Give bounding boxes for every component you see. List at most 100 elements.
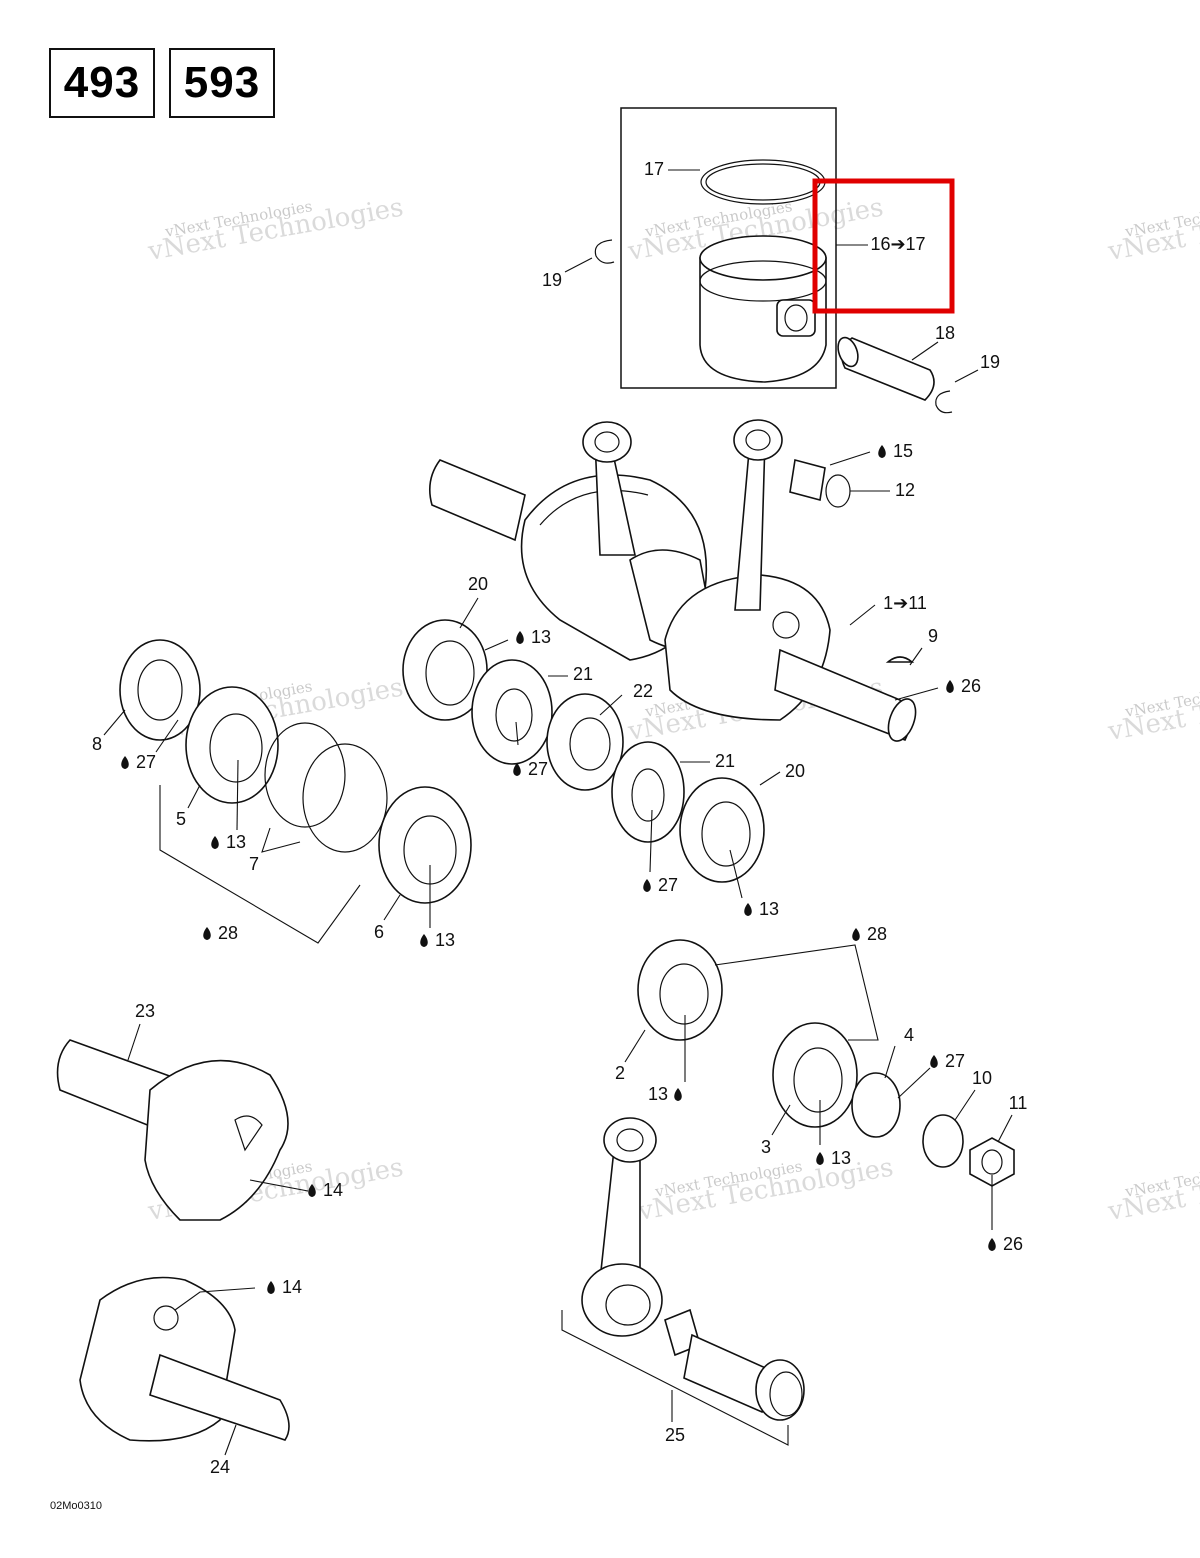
oil-seal-distance-ring [471,659,553,765]
rod-small-end [733,419,783,461]
leader-line [849,604,876,626]
lubricant-drop-icon [852,928,860,941]
callout-40: 25 [665,1425,685,1445]
callout-number: 2 [615,1063,625,1083]
callout-number: 28 [867,924,887,944]
leader-line [261,827,301,853]
callout-number: 24 [210,1457,230,1477]
callout-5: 15 [878,441,913,461]
ball-bearing-bore [701,801,751,867]
lubricant-drop-icon [674,1088,682,1101]
watermark-group: vNext Technologies vNext Technologies vN… [145,192,1200,1227]
lubricant-drop-icon [643,879,651,892]
lubricant-drop-icon [121,756,129,769]
circlip [935,390,953,414]
callout-0: 17 [644,159,664,179]
lubricant-drop-icon [816,1152,824,1165]
callout-17: 27 [121,752,156,772]
circlip-ring [264,722,346,828]
leader-line [224,1424,237,1456]
bearings-seals-group [402,619,765,883]
crank-web-edge [539,489,649,526]
callout-29: 4 [904,1025,914,1045]
callout-6: 12 [895,480,915,500]
crankshaft-half-taper [56,1039,176,1132]
oil-seal-bore [495,688,533,742]
model-number: 493 [63,58,141,107]
callout-20: 13 [211,832,246,852]
callout-41: 24 [210,1457,230,1477]
callout-35: 3 [761,1137,771,1157]
callout-number: 17 [644,159,664,179]
callout-number: 6 [374,922,384,942]
rod-small-end-bore [616,1128,644,1152]
callout-number: 26 [1003,1234,1023,1254]
circlip-ring [302,743,388,853]
callout-number: 19 [542,270,562,290]
piston-ring-groove [699,260,827,302]
oil-seal [119,639,201,741]
callout-27: 28 [852,924,887,944]
callout-33: 13 [648,1084,682,1104]
callout-number: 12 [895,480,915,500]
leader-line [459,597,479,629]
piston-crown [699,235,827,281]
oil-seal-bore [137,659,183,721]
gear-bore [569,717,611,771]
callout-12: 26 [946,676,981,696]
callout-number: 13 [648,1084,668,1104]
oil-seal [851,1072,901,1138]
callout-number: 13 [831,1148,851,1168]
callout-8: 1➔11 [883,593,927,613]
gear [546,693,624,791]
crank-half-slot [234,1115,263,1152]
lubricant-drop-icon [203,927,211,940]
lower-right-group [637,939,1015,1187]
ball-bearing [679,777,765,883]
callout-14: 21 [715,751,735,771]
callout-28: 23 [135,1001,155,1021]
leader-line [561,1310,789,1446]
ball-bearing [378,786,472,904]
piston-pin-hole [784,304,808,332]
ball-bearing-bore [209,713,263,783]
leader-line [159,785,361,944]
lubricant-drop-icon [513,763,521,776]
watermark: vNext Technologies vNext Technologies [1105,192,1200,267]
piston-ring-inner [705,163,821,201]
leader-line [894,687,939,701]
lubricant-drop-icon [267,1281,275,1294]
callout-11: 21 [573,664,593,684]
piston-group-frame [620,107,837,389]
callout-2: 19 [542,270,562,290]
rod-big-end-bore [605,1284,651,1326]
lubricant-drop-icon [988,1238,996,1251]
model-number: 593 [183,58,261,107]
needle-bearing [789,458,826,502]
leader-line [911,341,939,361]
piston-pin-boss [776,299,816,337]
callout-21: 7 [249,854,259,874]
leader-line [909,647,923,666]
piston-pin-end [837,336,859,368]
rod-big-end [581,1263,663,1337]
nut [969,1137,1015,1187]
callout-24: 28 [203,923,238,943]
lubricant-drop-icon [878,445,886,458]
crank-pin [683,1333,771,1414]
callout-number: 25 [665,1425,685,1445]
leader-line [771,1104,791,1136]
callout-number: 22 [633,681,653,701]
ball-bearing-bore [793,1047,843,1113]
callout-number: 23 [135,1001,155,1021]
leader-line [897,1067,931,1099]
callout-number: 18 [935,323,955,343]
lubricant-drop-icon [744,903,752,916]
nut-bore [981,1149,1003,1175]
leader-line [884,1045,896,1079]
lubricant-drop-icon [211,836,219,849]
oil-seal-bore [631,768,665,822]
callout-number: 21 [573,664,593,684]
thrust-washer-inner [769,1371,803,1417]
